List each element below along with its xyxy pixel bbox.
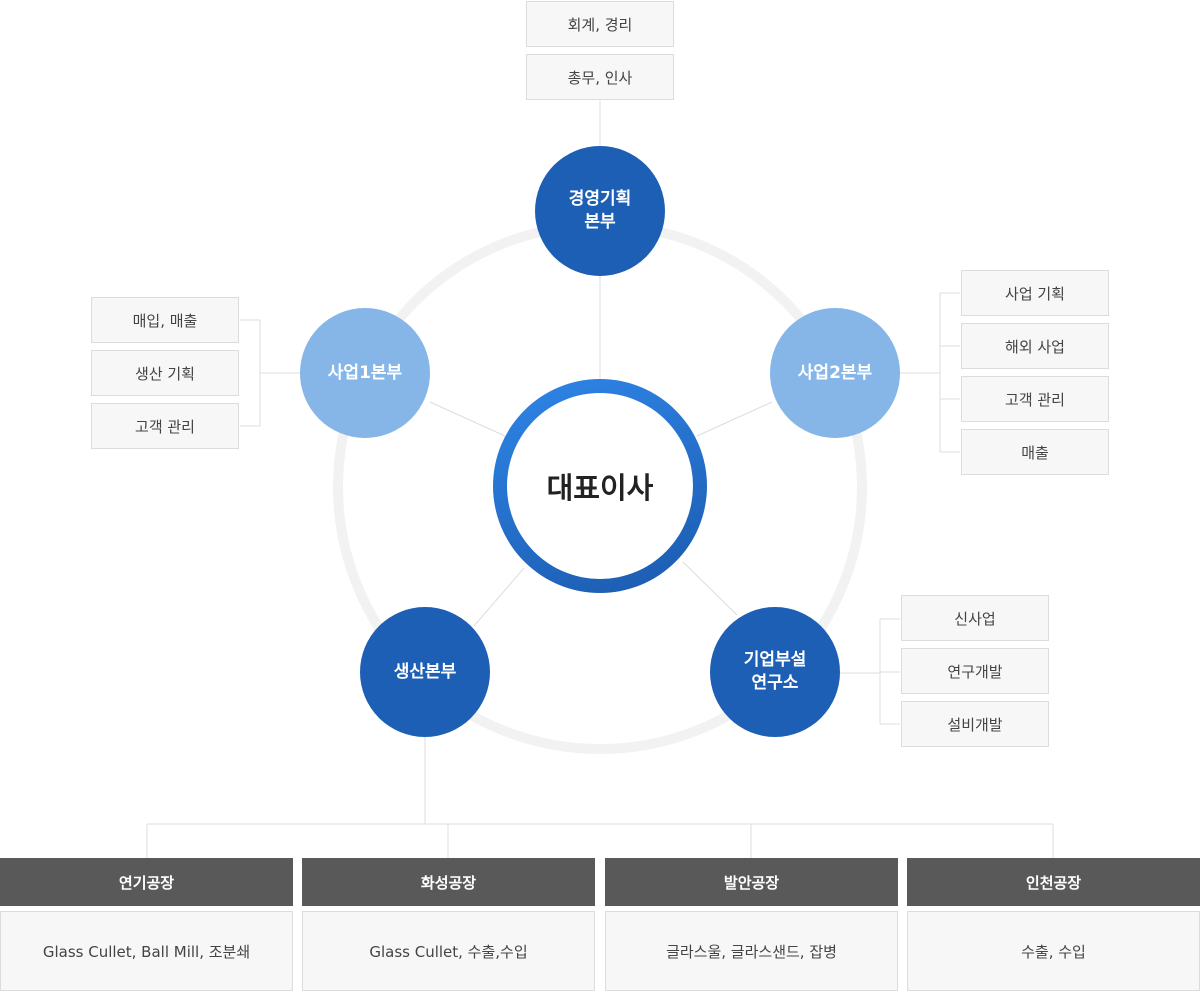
business1-item-production-planning: 생산 기획 [91, 350, 239, 396]
business1-node: 사업1본부 [300, 308, 430, 438]
factory-header-incheon: 인천공장 [907, 858, 1200, 906]
spoke-research [682, 561, 738, 616]
research-item-rnd: 연구개발 [901, 648, 1049, 694]
business2-item-sales: 매출 [961, 429, 1109, 475]
research-node: 기업부설 연구소 [710, 607, 840, 737]
factory-header-hwaseong: 화성공장 [302, 858, 595, 906]
management-item-accounting: 회계, 경리 [526, 1, 674, 47]
factory-header-baran: 발안공장 [605, 858, 898, 906]
business2-item-planning: 사업 기획 [961, 270, 1109, 316]
ceo-label: 대표이사 [507, 393, 693, 579]
spoke-business2 [696, 401, 773, 437]
business2-node: 사업2본부 [770, 308, 900, 438]
business2-item-customer: 고객 관리 [961, 376, 1109, 422]
factory-desc-baran: 글라스울, 글라스샌드, 잡병 [605, 911, 898, 991]
management-item-hr: 총무, 인사 [526, 54, 674, 100]
spoke-production [473, 567, 525, 627]
business2-item-overseas: 해외 사업 [961, 323, 1109, 369]
factory-desc-incheon: 수출, 수입 [907, 911, 1200, 991]
business1-item-customer: 고객 관리 [91, 403, 239, 449]
factory-desc-yeongi: Glass Cullet, Ball Mill, 조분쇄 [0, 911, 293, 991]
production-node: 생산본부 [360, 607, 490, 737]
research-item-new-business: 신사업 [901, 595, 1049, 641]
factory-desc-hwaseong: Glass Cullet, 수출,수입 [302, 911, 595, 991]
business1-item-purchase: 매입, 매출 [91, 297, 239, 343]
research-item-equipment: 설비개발 [901, 701, 1049, 747]
management-node: 경영기획 본부 [535, 146, 665, 276]
spoke-business1 [429, 401, 506, 437]
ceo-node: 대표이사 [493, 379, 707, 593]
factory-header-yeongi: 연기공장 [0, 858, 293, 906]
